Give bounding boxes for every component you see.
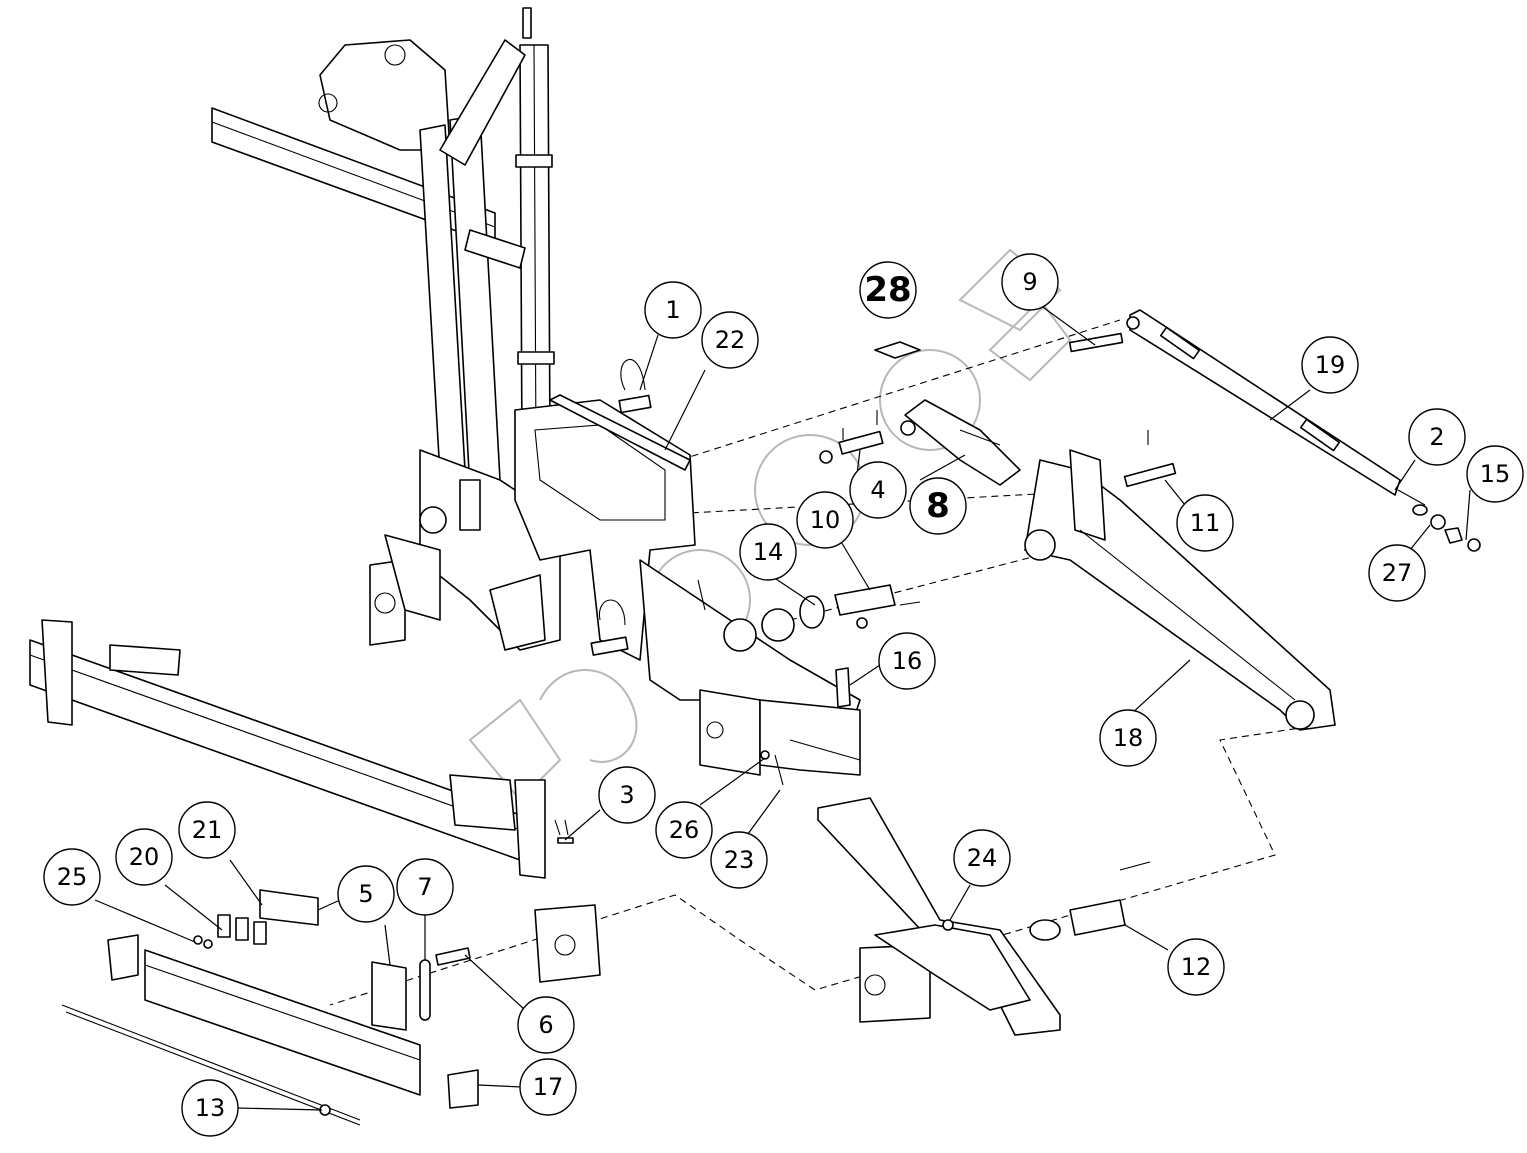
callout-label: 21 bbox=[192, 816, 223, 844]
callout-circle bbox=[1301, 336, 1359, 394]
callout-circle bbox=[739, 523, 797, 581]
callout-20: 20 bbox=[115, 828, 173, 886]
callout-11: 11 bbox=[1176, 494, 1234, 552]
callout-27: 27 bbox=[1368, 544, 1426, 602]
callout-5: 5 bbox=[337, 865, 395, 923]
callout-circle bbox=[178, 801, 236, 859]
callout-circle bbox=[953, 829, 1011, 887]
callout-22: 22 bbox=[701, 311, 759, 369]
callout-label: 28 bbox=[864, 270, 911, 310]
callout-9: 9 bbox=[1001, 253, 1059, 311]
callout-label: 2 bbox=[1429, 423, 1444, 451]
callout-label: 19 bbox=[1315, 351, 1346, 379]
callout-bubbles: 1 22 28 9 19 2 15 27 4 8 11 10 14 16 18 3 26 23 21 20 25 5 7 6 2… bbox=[43, 253, 1524, 1137]
callout-leaders bbox=[94, 304, 1471, 1111]
right-lift-arm bbox=[1024, 449, 1336, 731]
callout-circle bbox=[598, 766, 656, 824]
assembly-guide-lines bbox=[329, 319, 1321, 1006]
callout-label: 27 bbox=[1382, 559, 1413, 587]
callout-8: 8 bbox=[909, 477, 967, 535]
callout-circle bbox=[859, 261, 917, 319]
callout-circle bbox=[710, 831, 768, 889]
callout-21: 21 bbox=[178, 801, 236, 859]
callout-label: 22 bbox=[715, 326, 746, 354]
callout-circle bbox=[115, 828, 173, 886]
callout-circle bbox=[337, 865, 395, 923]
callout-18: 18 bbox=[1099, 709, 1157, 767]
upper-link-rod bbox=[1126, 309, 1481, 552]
callout-2: 2 bbox=[1408, 408, 1466, 466]
callout-circle bbox=[1466, 445, 1524, 503]
callout-label: 8 bbox=[926, 486, 950, 526]
callout-label: 23 bbox=[724, 846, 755, 874]
callout-label: 14 bbox=[753, 538, 784, 566]
callout-circle bbox=[1167, 938, 1225, 996]
callout-16: 16 bbox=[878, 632, 936, 690]
callout-circle bbox=[1001, 253, 1059, 311]
callout-label: 6 bbox=[538, 1011, 553, 1039]
callout-7: 7 bbox=[396, 858, 454, 916]
callout-label: 9 bbox=[1022, 268, 1037, 296]
callout-circle bbox=[181, 1079, 239, 1137]
callout-1: 1 bbox=[644, 281, 702, 339]
upper-mast-frame bbox=[211, 7, 561, 651]
callout-label: 12 bbox=[1181, 953, 1212, 981]
bottom-left-assembly bbox=[61, 889, 601, 1126]
callout-label: 17 bbox=[533, 1073, 564, 1101]
callout-label: 4 bbox=[870, 476, 885, 504]
callout-15: 15 bbox=[1466, 445, 1524, 503]
callout-circle bbox=[1368, 544, 1426, 602]
callout-4: 4 bbox=[849, 461, 907, 519]
callout-12: 12 bbox=[1167, 938, 1225, 996]
callout-circle bbox=[517, 996, 575, 1054]
callout-circle bbox=[43, 848, 101, 906]
callout-circle bbox=[655, 801, 713, 859]
callout-circle bbox=[878, 632, 936, 690]
callout-circle bbox=[701, 311, 759, 369]
callout-label: 20 bbox=[129, 843, 160, 871]
callout-label: 11 bbox=[1190, 509, 1221, 537]
callout-label: 7 bbox=[417, 873, 432, 901]
callout-25: 25 bbox=[43, 848, 101, 906]
callout-circle bbox=[909, 477, 967, 535]
callout-label: 10 bbox=[810, 506, 841, 534]
callout-19: 19 bbox=[1301, 336, 1359, 394]
callout-13: 13 bbox=[181, 1079, 239, 1137]
lower-left-beam bbox=[29, 619, 546, 879]
bottom-right-arm bbox=[817, 797, 1151, 1036]
callout-label: 18 bbox=[1113, 724, 1144, 752]
callout-28: 28 bbox=[859, 261, 917, 319]
callout-label: 13 bbox=[195, 1094, 226, 1122]
callout-14: 14 bbox=[739, 523, 797, 581]
pins-and-small-parts bbox=[554, 332, 1177, 844]
callout-3: 3 bbox=[598, 766, 656, 824]
callout-circle bbox=[849, 461, 907, 519]
callout-circle bbox=[796, 491, 854, 549]
callout-circle bbox=[1408, 408, 1466, 466]
callout-circle bbox=[1099, 709, 1157, 767]
callout-circle bbox=[644, 281, 702, 339]
callout-label: 5 bbox=[358, 880, 373, 908]
callout-circle bbox=[519, 1058, 577, 1116]
callout-circle bbox=[1176, 494, 1234, 552]
callout-label: 15 bbox=[1480, 460, 1511, 488]
callout-6: 6 bbox=[517, 996, 575, 1054]
callout-26: 26 bbox=[655, 801, 713, 859]
callout-label: 3 bbox=[619, 781, 634, 809]
main-carriage bbox=[514, 394, 861, 776]
callout-label: 25 bbox=[57, 863, 88, 891]
callout-label: 24 bbox=[967, 844, 998, 872]
callout-23: 23 bbox=[710, 831, 768, 889]
callout-circle bbox=[396, 858, 454, 916]
callout-10: 10 bbox=[796, 491, 854, 549]
callout-label: 26 bbox=[669, 816, 700, 844]
callout-24: 24 bbox=[953, 829, 1011, 887]
callout-label: 16 bbox=[892, 647, 923, 675]
callout-label: 1 bbox=[665, 296, 680, 324]
callout-17: 17 bbox=[519, 1058, 577, 1116]
